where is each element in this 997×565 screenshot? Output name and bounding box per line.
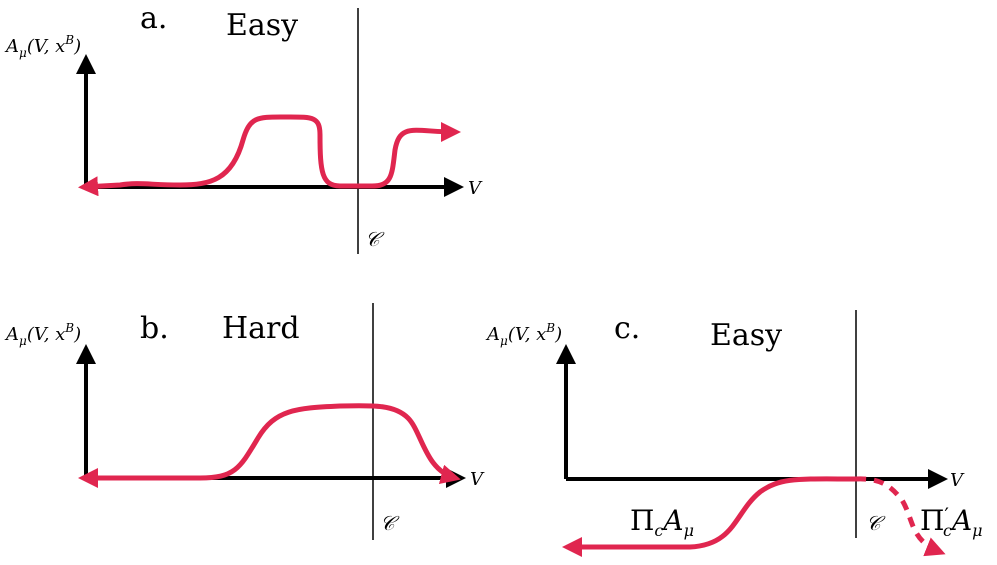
panel-c-label-pi-c-a-mu: ΠcAμ xyxy=(630,504,694,540)
panel-c-x-axis-label: V xyxy=(950,470,965,491)
panel-a-x-axis-label: V xyxy=(468,178,483,199)
panel-a-title: Easy xyxy=(226,8,298,43)
panel-b-y-axis-label: Aμ(V, xB) xyxy=(4,321,81,348)
panel-b-boundary-label: 𝒞 xyxy=(380,511,400,535)
panel-c-title: Easy xyxy=(710,318,782,353)
panel-a-y-axis-label: Aμ(V, xB) xyxy=(4,33,81,60)
panel-a-letter: a. xyxy=(140,1,167,36)
panel-b: b. Hard Aμ(V, xB) V 𝒞 xyxy=(4,303,485,540)
panel-a-curve xyxy=(78,114,461,197)
panel-c-letter: c. xyxy=(614,311,640,346)
panel-c: c. Easy Aμ(V, xB) V 𝒞 ΠcAμ Π′cAμ xyxy=(485,310,983,557)
panel-c-label-pi-prime-c-a-mu: Π′cAμ xyxy=(920,503,983,540)
panel-a: a. Easy Aμ(V, xB) V 𝒞 xyxy=(4,1,483,254)
panel-b-curve xyxy=(78,403,461,488)
panel-b-x-axis-label: V xyxy=(470,469,485,490)
panel-c-boundary-label: 𝒞 xyxy=(866,511,886,535)
panel-c-y-axis-label: Aμ(V, xB) xyxy=(485,321,562,348)
panel-a-boundary-label: 𝒞 xyxy=(365,227,385,251)
panel-c-curve-complement xyxy=(855,476,946,557)
panel-b-letter: b. xyxy=(140,311,169,346)
panel-c-curve-projected xyxy=(562,476,859,557)
panel-b-title: Hard xyxy=(222,311,300,346)
